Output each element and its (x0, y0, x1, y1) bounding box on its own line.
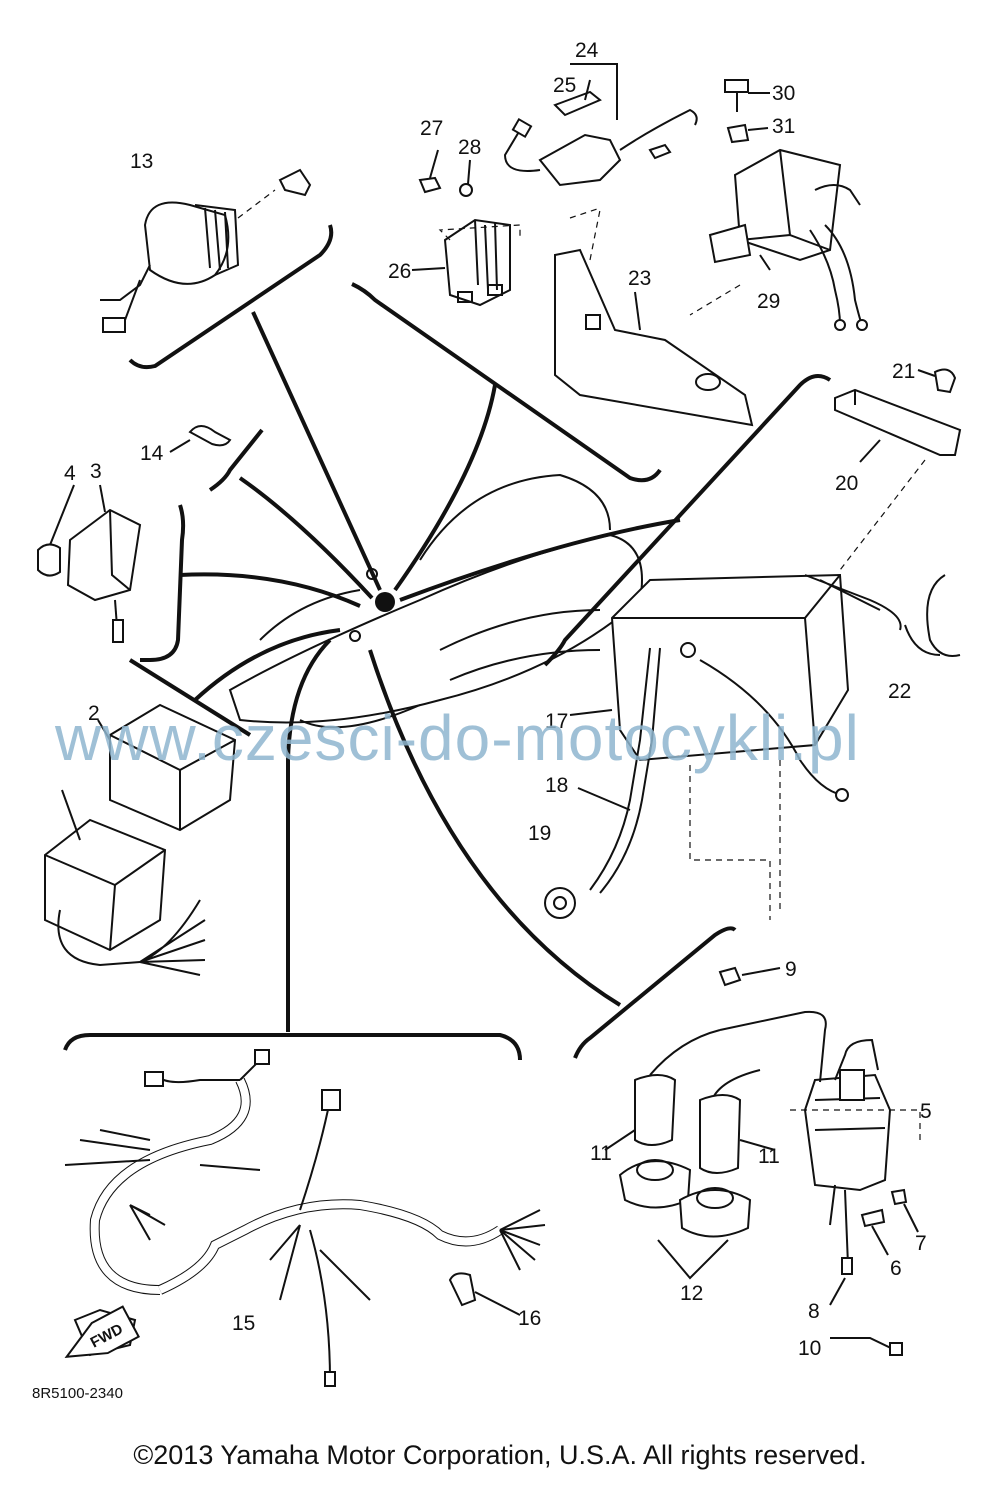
part-labels: 2 3 4 5 6 7 8 9 10 11 11 12 13 14 15 16 … (32, 39, 932, 1402)
label-part-8: 8 (808, 1300, 820, 1323)
motorcycle-outline (228, 473, 643, 729)
flasher-relay-part (37, 484, 142, 643)
watermark-url: www.czesci-do-motocykli.pl (54, 702, 860, 774)
leader-lines (179, 311, 681, 1032)
label-part-2: 2 (88, 702, 100, 725)
ignitor-unit-part (44, 703, 237, 976)
label-part-6: 6 (890, 1257, 902, 1280)
label-part-24: 24 (575, 39, 599, 62)
main-switch-part (100, 168, 312, 333)
group-brackets (63, 224, 832, 1061)
label-part-30: 30 (772, 82, 795, 105)
label-part-25: 25 (553, 74, 576, 97)
label-part-27: 27 (420, 117, 443, 140)
label-part-13: 13 (130, 150, 153, 173)
label-part-31: 31 (772, 115, 795, 138)
clip-16 (448, 1272, 521, 1316)
battery-part (544, 573, 850, 920)
label-part-15: 15 (232, 1312, 255, 1335)
fuse-holder-part (503, 63, 698, 187)
label-part-23: 23 (628, 267, 651, 290)
clamp-14 (169, 425, 232, 453)
drawing-code: 8R5100-2340 (32, 1385, 123, 1402)
label-part-16: 16 (518, 1307, 541, 1330)
copyright-notice: ©2013 Yamaha Motor Corporation, U.S.A. A… (133, 1440, 867, 1470)
label-part-10: 10 (798, 1337, 821, 1360)
label-part-17: 17 (545, 710, 568, 733)
label-part-22: 22 (888, 680, 911, 703)
battery-band-part (804, 368, 962, 657)
label-part-28: 28 (458, 136, 481, 159)
label-part-5: 5 (920, 1100, 932, 1123)
label-part-29: 29 (757, 290, 780, 313)
label-part-3: 3 (90, 460, 102, 483)
label-part-11-right: 11 (758, 1145, 780, 1168)
starter-relay-part (708, 79, 868, 331)
label-part-11-left: 11 (590, 1142, 612, 1165)
label-part-14: 14 (140, 442, 164, 465)
label-part-21: 21 (892, 360, 915, 383)
ignition-coil-part (604, 966, 921, 1356)
label-part-9: 9 (785, 958, 797, 981)
fwd-arrow-icon: FWD (64, 1305, 141, 1358)
label-part-20: 20 (835, 472, 858, 495)
label-part-7: 7 (915, 1232, 927, 1255)
bracket-23 (554, 207, 754, 427)
label-part-18: 18 (545, 774, 568, 797)
label-part-26: 26 (388, 260, 411, 283)
label-part-12: 12 (680, 1282, 703, 1305)
label-part-19: 19 (528, 822, 551, 845)
rectifier-part (411, 149, 521, 307)
label-part-4: 4 (64, 462, 76, 485)
